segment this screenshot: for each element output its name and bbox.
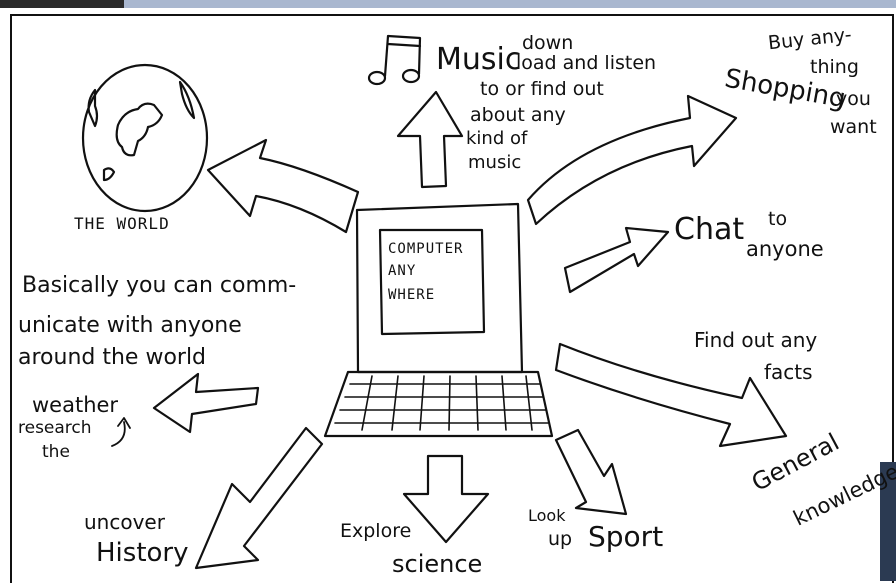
sport-title: Sport bbox=[588, 522, 663, 551]
chat-desc-1: to bbox=[768, 210, 787, 230]
arrow-weather bbox=[154, 374, 258, 432]
sport-small-2: up bbox=[548, 530, 572, 550]
arrow-general-knowledge bbox=[556, 344, 786, 446]
music-desc-1: down bbox=[522, 34, 573, 54]
screen-line-2: ANY bbox=[388, 264, 416, 279]
music-note-icon bbox=[369, 36, 420, 84]
world-label: THE WORLD bbox=[74, 216, 170, 233]
laptop-icon bbox=[325, 204, 552, 436]
history-small: uncover bbox=[84, 512, 165, 533]
arrow-world bbox=[208, 140, 358, 232]
communicate-line-3: around the world bbox=[18, 346, 206, 369]
arrow-chat bbox=[565, 228, 668, 292]
chat-title: Chat bbox=[674, 214, 744, 246]
globe-icon bbox=[83, 65, 207, 211]
arrow-history bbox=[196, 428, 322, 568]
communicate-line-2: unicate with anyone bbox=[18, 314, 242, 337]
music-desc-5: kind of bbox=[466, 130, 527, 149]
shopping-desc-2: thing bbox=[810, 58, 859, 78]
music-desc-6: music bbox=[468, 154, 521, 173]
history-title: History bbox=[96, 540, 189, 567]
weather-line-2: research bbox=[18, 420, 92, 438]
weather-line-1: weather bbox=[32, 394, 118, 416]
chat-desc-2: anyone bbox=[746, 238, 824, 260]
music-desc-4: about any bbox=[470, 106, 566, 126]
weather-line-3: the bbox=[42, 444, 70, 462]
sport-small-1: Look bbox=[528, 508, 565, 525]
arrow-science bbox=[404, 456, 488, 542]
arrow-music bbox=[398, 92, 462, 187]
science-title: science bbox=[392, 552, 482, 577]
screen-line-3: WHERE bbox=[388, 288, 435, 303]
arrow-sport bbox=[556, 430, 626, 514]
shopping-desc-3: you bbox=[836, 90, 871, 110]
shopping-desc-4: want bbox=[830, 118, 877, 138]
communicate-line-1: Basically you can comm- bbox=[22, 274, 296, 297]
music-title: Music bbox=[436, 44, 521, 76]
music-desc-3: to or find out bbox=[480, 80, 604, 100]
science-small: Explore bbox=[340, 522, 411, 542]
screen-line-1: COMPUTER bbox=[388, 242, 463, 257]
facts-line-1: Find out any bbox=[694, 330, 817, 351]
hook-arrow-icon bbox=[112, 418, 130, 446]
music-desc-2: load and listen bbox=[516, 54, 656, 74]
facts-line-2: facts bbox=[764, 362, 813, 383]
